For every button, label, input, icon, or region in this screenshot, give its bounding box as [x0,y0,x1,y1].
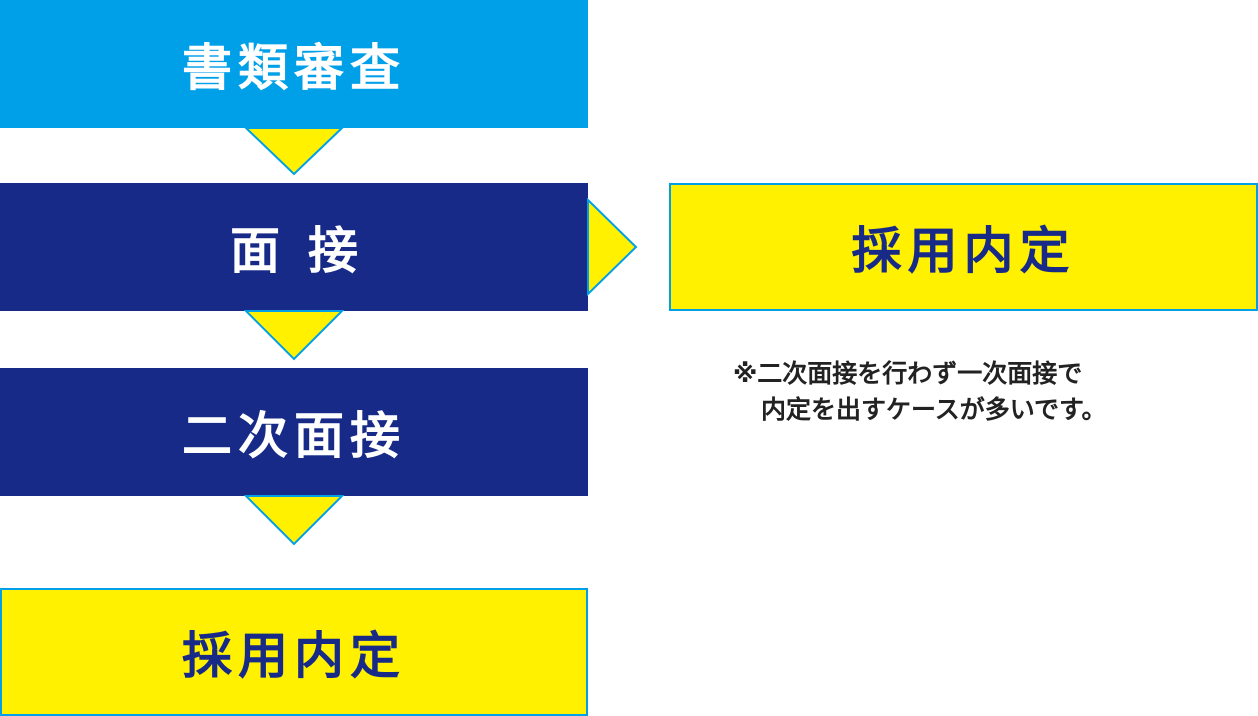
side-job-offer: 採用内定 [669,183,1258,311]
step-second-interview-label: 二次面接 [182,407,406,465]
step-document-screening: 書類審査 [0,0,588,128]
note-line-2: 内定を出すケースが多いです。 [761,395,1107,424]
note-text: ※二次面接を行わず一次面接で 内定を出すケースが多いです。 [733,356,1253,428]
step-interview: 面接 [0,183,588,311]
arrow-down-1 [244,127,344,176]
arrow-down-3 [244,495,344,546]
side-job-offer-label: 採用内定 [851,222,1076,280]
arrow-right [587,198,638,296]
arrow-down-2 [244,310,344,361]
step-document-screening-label: 書類審査 [182,39,406,97]
step-second-interview: 二次面接 [0,368,588,496]
step-interview-label: 面接 [230,222,386,280]
step-job-offer-label: 採用内定 [182,627,406,685]
step-job-offer: 採用内定 [0,588,588,716]
note-line-1: ※二次面接を行わず一次面接で [733,359,1083,388]
